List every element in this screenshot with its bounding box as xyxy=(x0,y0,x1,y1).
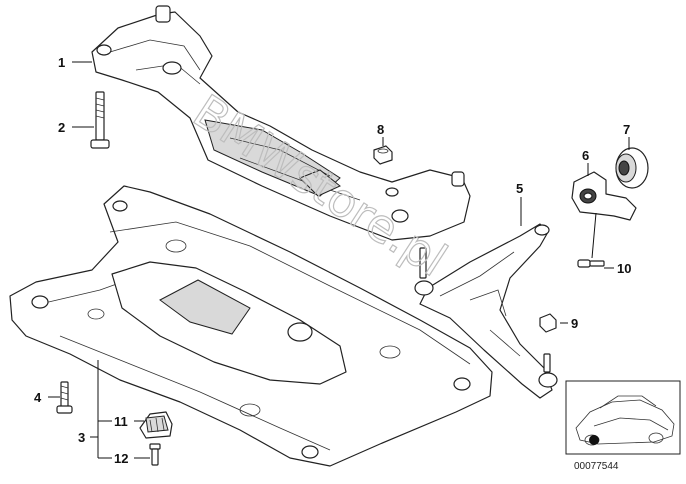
bolt-part-2[interactable] xyxy=(90,91,110,149)
callout-labels: 1 2 3 4 5 6 7 8 9 10 11 12 xyxy=(34,55,631,466)
reference-number: 00077544 xyxy=(574,461,619,472)
callout-2: 2 xyxy=(58,120,65,135)
bolt-part-4[interactable] xyxy=(56,381,73,414)
callout-9: 9 xyxy=(571,316,578,331)
bolt-part-12[interactable] xyxy=(149,443,161,466)
wishbone-part-5[interactable] xyxy=(414,223,558,399)
bolt-part-10[interactable] xyxy=(577,259,605,268)
bushing-part-7[interactable] xyxy=(615,147,649,189)
callout-10: 10 xyxy=(617,261,631,276)
nut-part-9[interactable] xyxy=(539,313,557,333)
bracket-part-6[interactable] xyxy=(571,171,637,221)
callout-11: 11 xyxy=(114,414,128,429)
rubber-mount-part-11[interactable] xyxy=(139,411,173,439)
callout-6: 6 xyxy=(582,148,589,163)
callout-5: 5 xyxy=(516,181,523,196)
callout-7: 7 xyxy=(623,122,630,137)
location-marker-dot xyxy=(589,435,599,445)
callout-8: 8 xyxy=(377,122,384,137)
callout-3: 3 xyxy=(78,430,85,445)
axle-carrier-part-1[interactable] xyxy=(91,5,471,241)
callout-1: 1 xyxy=(58,55,65,70)
nut-part-8[interactable] xyxy=(373,145,393,165)
leader-lines xyxy=(48,61,630,459)
vehicle-location-inset xyxy=(565,380,681,455)
callout-12: 12 xyxy=(114,451,128,466)
callout-4: 4 xyxy=(34,390,42,405)
reinforcement-plate-part-3[interactable] xyxy=(9,185,493,467)
